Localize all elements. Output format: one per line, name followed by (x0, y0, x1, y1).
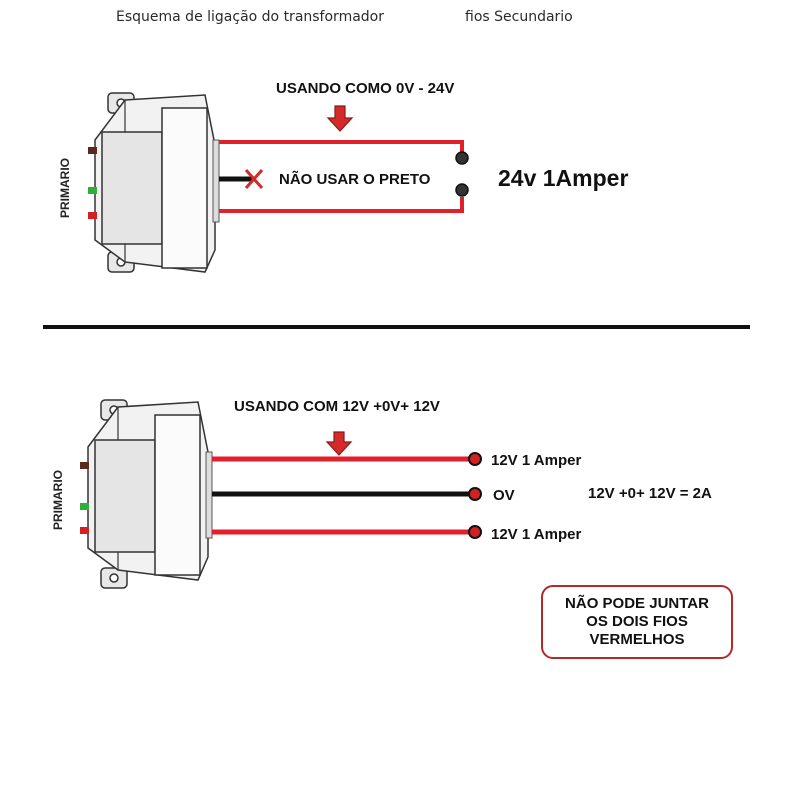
output-rating-24v: 24v 1Amper (498, 165, 629, 191)
diagram-title: Esquema de ligação do transformador (116, 9, 384, 25)
diagram-subtitle: fios Secundario (465, 9, 573, 25)
mode-heading-12v: USANDO COM 12V +0V+ 12V (234, 398, 440, 415)
mode-heading-24v: USANDO COMO 0V - 24V (276, 80, 455, 97)
terminal-dot (455, 183, 469, 197)
total-current-formula: 12V +0+ 12V = 2A (588, 485, 712, 502)
primary-wire-green-1 (88, 187, 97, 194)
primary-wire-green-2 (80, 503, 89, 510)
terminal-dot (455, 151, 469, 165)
primary-label-2: PRIMARIO (51, 470, 65, 530)
transformer-2 (80, 399, 213, 589)
note-line: NÃO PODE JUNTAR (565, 595, 709, 612)
warning-note-box: NÃO PODE JUNTAR OS DOIS FIOS VERMELHOS (541, 585, 733, 659)
secondary-wires-2 (212, 452, 482, 539)
note-line: VERMELHOS (589, 631, 685, 648)
secondary-wires-1 (219, 140, 469, 213)
transformer-1 (88, 92, 220, 273)
primary-wire-brown-1 (88, 147, 97, 154)
terminal-dot (468, 452, 482, 466)
x-mark-icon (244, 169, 264, 189)
primary-wire-red-1 (88, 212, 97, 219)
warning-no-black: NÃO USAR O PRETO (279, 171, 431, 188)
output-zero-volt: OV (493, 487, 515, 504)
arrow-down-icon (326, 105, 354, 132)
output-top-12v: 12V 1 Amper (491, 452, 582, 469)
note-line: OS DOIS FIOS (586, 613, 688, 630)
primary-wire-red-2 (80, 527, 89, 534)
arrow-down-icon (325, 431, 353, 456)
output-bottom-12v: 12V 1 Amper (491, 526, 582, 543)
terminal-dot (468, 525, 482, 539)
terminal-dot (468, 487, 482, 501)
primary-wire-brown-2 (80, 462, 89, 469)
primary-label-1: PRIMARIO (58, 158, 72, 218)
